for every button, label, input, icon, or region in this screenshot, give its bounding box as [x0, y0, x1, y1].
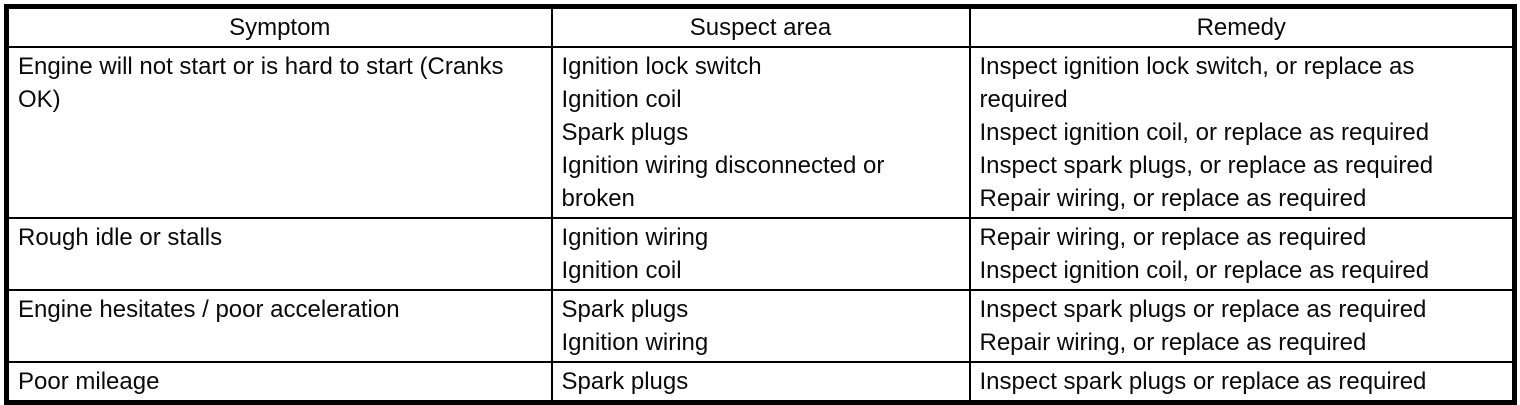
symptom-cell: Engine will not start or is hard to star…: [5, 45, 553, 219]
symptom-cell: Poor mileage: [5, 360, 553, 403]
remedy-cell: Inspect spark plugs or replace as requir…: [968, 288, 1516, 363]
table-row: Engine will not start or is hard to star…: [5, 45, 1516, 219]
symptom-cell: Rough idle or stalls: [5, 216, 553, 291]
column-header-remedy: Remedy: [968, 5, 1516, 48]
troubleshooting-table: Symptom Suspect area Remedy Engine will …: [4, 4, 1517, 405]
suspect-area-cell: Spark plugs: [550, 360, 971, 403]
symptom-cell: Engine hesitates / poor acceleration: [5, 288, 553, 363]
table-row: Rough idle or stalls Ignition wiring Ign…: [5, 216, 1516, 291]
column-header-symptom: Symptom: [5, 5, 553, 48]
remedy-cell: Repair wiring, or replace as required In…: [968, 216, 1516, 291]
remedy-cell: Inspect ignition lock switch, or replace…: [968, 45, 1516, 219]
table-header-row: Symptom Suspect area Remedy: [5, 5, 1516, 48]
column-header-suspect-area: Suspect area: [550, 5, 971, 48]
suspect-area-cell: Ignition wiring Ignition coil: [550, 216, 971, 291]
table-row: Poor mileage Spark plugs Inspect spark p…: [5, 360, 1516, 403]
remedy-cell: Inspect spark plugs or replace as requir…: [968, 360, 1516, 403]
suspect-area-cell: Spark plugs Ignition wiring: [550, 288, 971, 363]
suspect-area-cell: Ignition lock switch Ignition coil Spark…: [550, 45, 971, 219]
table-row: Engine hesitates / poor acceleration Spa…: [5, 288, 1516, 363]
